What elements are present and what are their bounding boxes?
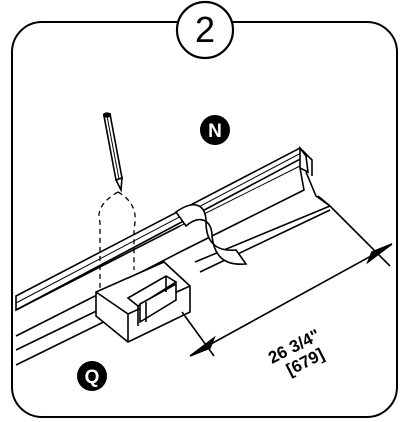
step-badge: 2 xyxy=(175,0,235,60)
arrow-head-right xyxy=(366,243,393,265)
step-number: 2 xyxy=(195,9,215,50)
callout-q: Q xyxy=(77,361,107,391)
callout-n: N xyxy=(200,115,230,145)
arrow-head-left xyxy=(189,335,216,357)
break-mark xyxy=(174,203,248,265)
pencil-icon xyxy=(102,112,123,193)
clip-bracket xyxy=(95,261,191,343)
callout-n-label: N xyxy=(208,121,222,142)
marking-guide xyxy=(98,191,136,290)
callout-q-label: Q xyxy=(85,367,100,388)
dimension-line xyxy=(181,205,393,357)
